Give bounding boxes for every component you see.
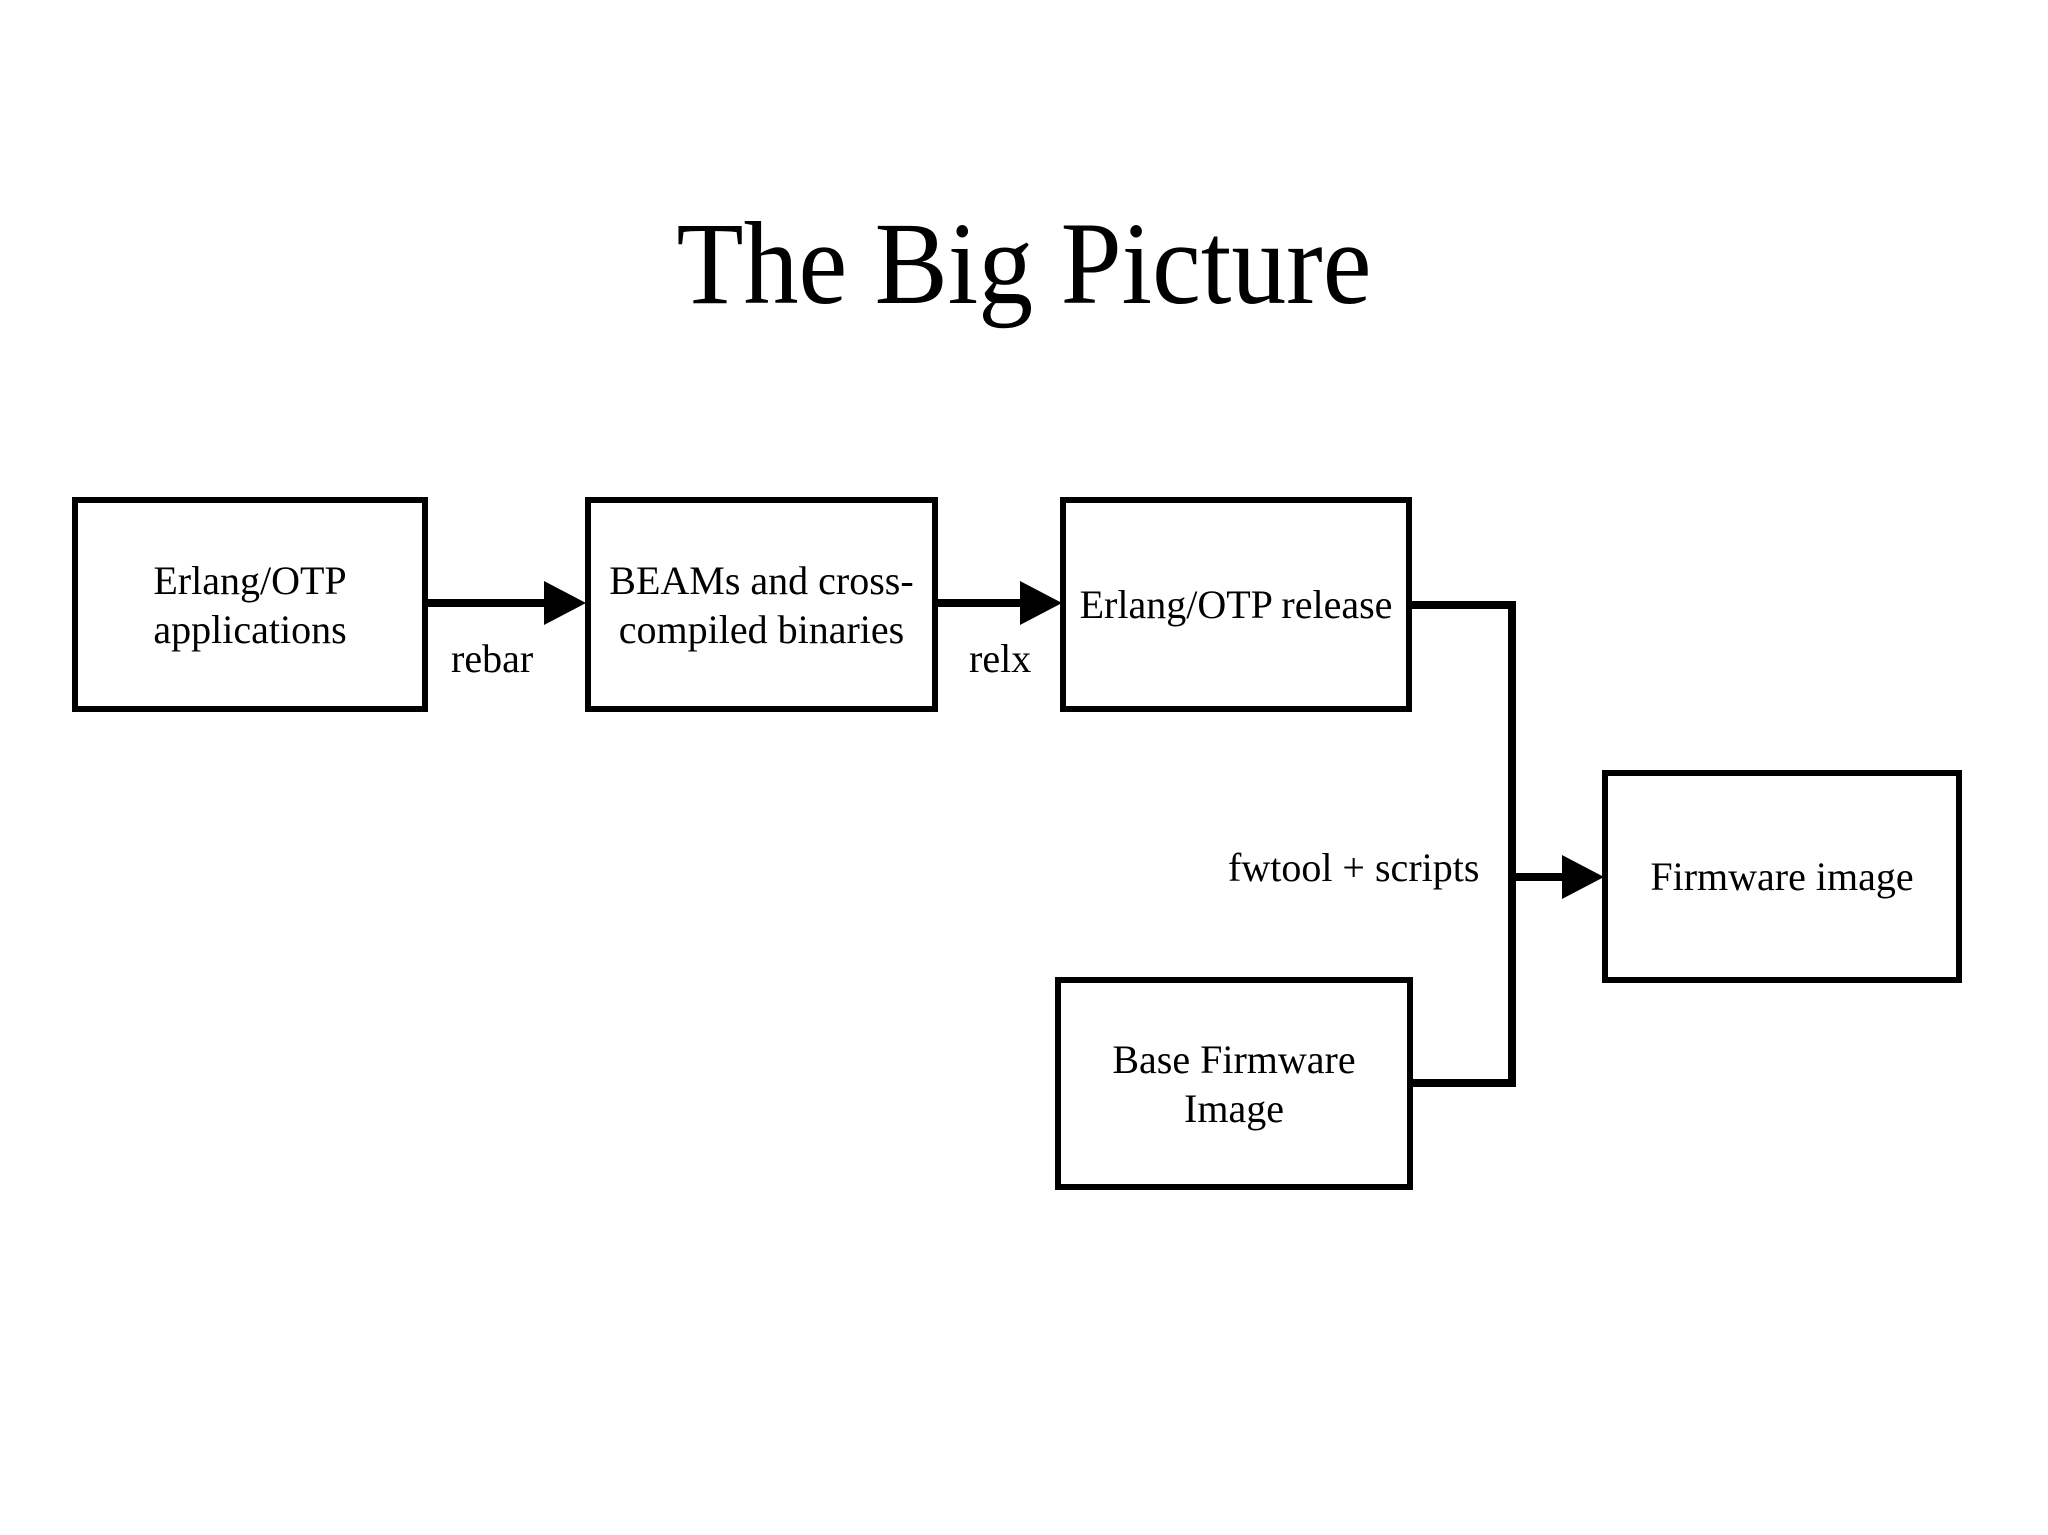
node-label-firmware-image: Firmware image bbox=[1650, 854, 1914, 899]
connector-beams-to-release-line bbox=[938, 599, 1022, 607]
connector-vertical-rail-line bbox=[1508, 601, 1516, 1087]
node-base-firmware-image: Base Firmware Image bbox=[1055, 977, 1413, 1190]
connector-rail-to-firmware-image-line bbox=[1508, 873, 1570, 881]
arrowhead-right-icon-relx bbox=[1020, 581, 1062, 625]
edge-label-relx: relx bbox=[969, 636, 1032, 681]
node-erlang-otp-applications: Erlang/OTP applications bbox=[72, 497, 428, 712]
connector-base-firmware-to-rail-line bbox=[1413, 1079, 1516, 1087]
edge-label-fwtool-scripts: fwtool + scripts bbox=[1228, 845, 1480, 890]
node-label-beams-and-cross-compiled-binaries: BEAMs and cross- compiled binaries bbox=[609, 557, 914, 652]
connector-erlang-apps-to-beams-line bbox=[428, 599, 546, 607]
arrowhead-right-icon-rebar bbox=[544, 581, 586, 625]
node-label-erlang-otp-release: Erlang/OTP release bbox=[1079, 582, 1393, 627]
node-beams-and-cross-compiled-binaries: BEAMs and cross- compiled binaries bbox=[585, 497, 938, 712]
node-erlang-otp-release: Erlang/OTP release bbox=[1060, 497, 1412, 712]
edge-label-rebar: rebar bbox=[451, 636, 534, 681]
node-label-base-firmware-image: Base Firmware Image bbox=[1112, 1036, 1356, 1131]
arrowhead-right-icon-fwtool bbox=[1562, 855, 1604, 899]
connector-release-to-rail-line bbox=[1412, 601, 1516, 609]
page-title: The Big Picture bbox=[676, 198, 1372, 330]
node-firmware-image: Firmware image bbox=[1602, 770, 1962, 983]
node-label-erlang-otp-applications: Erlang/OTP applications bbox=[153, 557, 347, 652]
